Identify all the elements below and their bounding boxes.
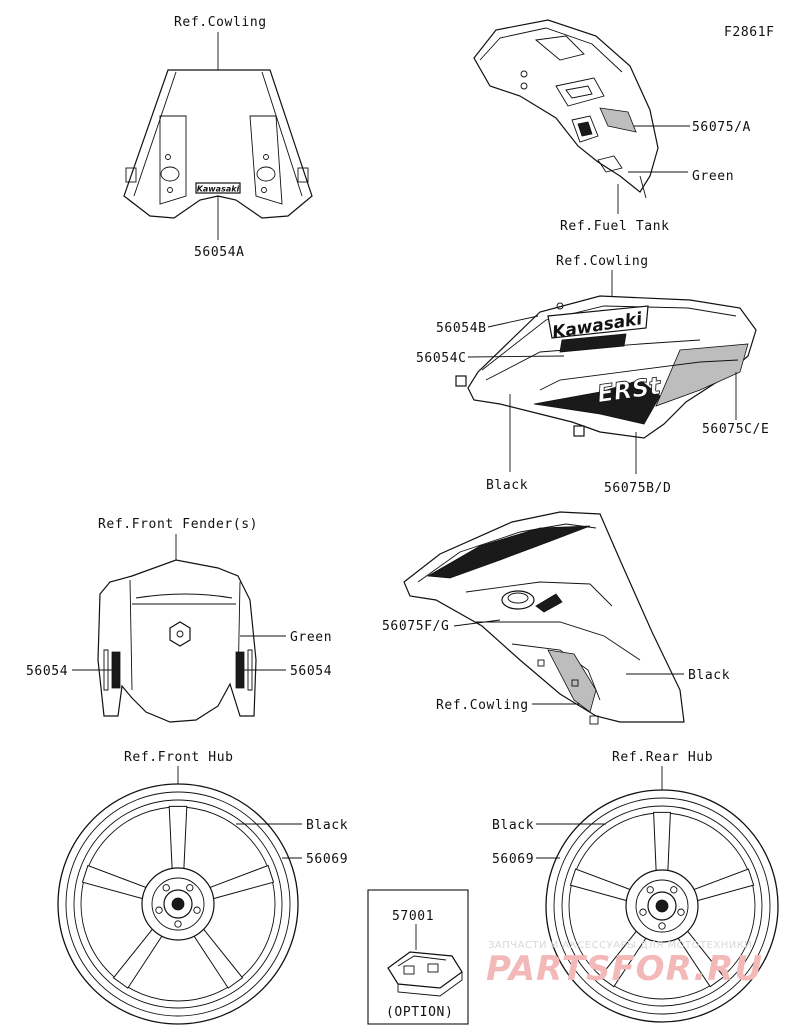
label-56054-right: 56054: [290, 664, 332, 679]
label-ref-cowling-low: Ref.Cowling: [436, 698, 529, 713]
label-ref-cowling-mid: Ref.Cowling: [556, 254, 649, 269]
label-lower-cowl-color-black: Black: [688, 668, 730, 683]
upper-side-cowling: Kawasaki ERSt: [455, 295, 757, 439]
label-ref-rear-hub: Ref.Rear Hub: [612, 750, 713, 765]
front-wheel-bolt: [186, 884, 194, 892]
front-wheel-bolt: [162, 884, 170, 892]
front-wheel-spoke: [168, 805, 188, 871]
lower-side-cowling: [403, 511, 685, 725]
windshield-kawasaki-decal: Kawasaki: [197, 185, 240, 194]
label-57001: 57001: [392, 909, 434, 924]
label-56075f-g: 56075F/G: [382, 619, 449, 634]
label-ref-front-hub: Ref.Front Hub: [124, 750, 234, 765]
label-56075b-d: 56075B/D: [604, 481, 671, 496]
rear-wheel-spoke: [653, 811, 671, 873]
rear-wheel-bolt: [658, 922, 666, 930]
watermark-line1: ЗАПЧАСТИ И АКСЕССУАРЫ ДЛЯ МОТОТЕХНИКИ: [488, 940, 752, 951]
label-rear-wheel-color-black: Black: [492, 818, 534, 833]
label-56054a: 56054A: [194, 245, 245, 260]
label-56054b: 56054B: [436, 321, 487, 336]
front-wheel: [57, 783, 299, 1025]
option-tool: [387, 951, 463, 997]
label-tank-color-green: Green: [692, 169, 734, 184]
label-56054-left: 56054: [26, 664, 68, 679]
front-wheel-bolts: [155, 884, 201, 928]
rear-wheel-bolt: [639, 908, 647, 916]
watermark-logo: PARTSFOR.RU: [486, 949, 763, 989]
front-wheel-bolt: [174, 920, 182, 928]
label-ref-cowling-top: Ref.Cowling: [174, 15, 267, 30]
fuel-tank-cover: [473, 19, 659, 199]
rear-wheel-bolt: [646, 886, 654, 894]
label-ref-fuel-tank: Ref.Fuel Tank: [560, 219, 670, 234]
rear-wheel-bolt: [670, 886, 678, 894]
front-fender: [97, 559, 257, 723]
front-wheel-bolt: [155, 906, 163, 914]
rear-wheel-bolts: [639, 886, 685, 930]
windshield: Kawasaki: [123, 69, 313, 219]
label-56054c: 56054C: [416, 351, 467, 366]
label-front-wheel-color-black: Black: [306, 818, 348, 833]
label-56075c-e: 56075C/E: [702, 422, 769, 437]
label-ref-front-fender: Ref.Front Fender(s): [98, 517, 258, 532]
label-56069-front: 56069: [306, 852, 348, 867]
label-56069-rear: 56069: [492, 852, 534, 867]
label-56075-a: 56075/A: [692, 120, 751, 135]
figure-code: F2861F: [724, 25, 775, 40]
rear-wheel: [545, 789, 779, 1023]
option-box: 57001 (OPTION): [367, 889, 469, 1025]
label-fender-color-green: Green: [290, 630, 332, 645]
label-cowl-color-black: Black: [486, 478, 528, 493]
rear-wheel-bolt: [677, 908, 685, 916]
label-option: (OPTION): [386, 1005, 453, 1020]
front-wheel-bolt: [193, 906, 201, 914]
